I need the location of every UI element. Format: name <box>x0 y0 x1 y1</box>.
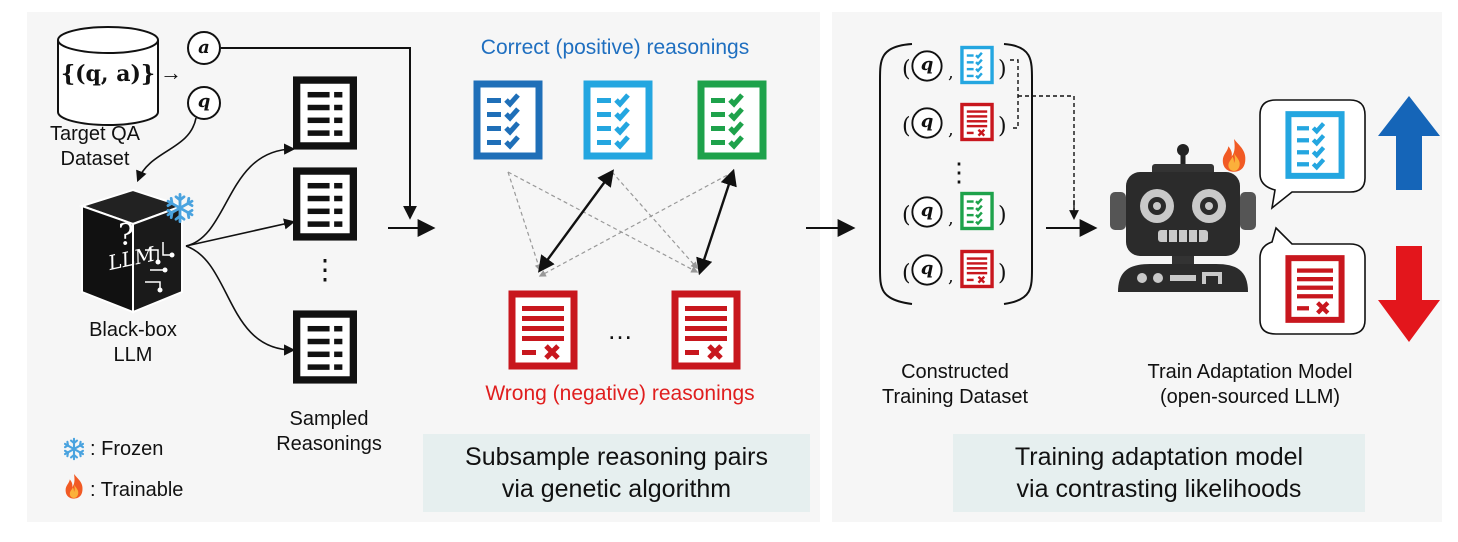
svg-text:(: ( <box>902 203 911 228</box>
decrease-likelihood-arrow <box>1378 246 1440 342</box>
selected-pair-arrow-1 <box>538 169 614 273</box>
llm-cube-question: ? <box>118 218 134 253</box>
dataset-q-symbol-3: q <box>920 200 934 221</box>
svg-text:(: ( <box>902 57 911 82</box>
increase-likelihood-arrow <box>1378 96 1440 190</box>
sampled-reasoning-doc-n <box>297 314 354 380</box>
positive-speech-bubble <box>1259 99 1366 210</box>
train-caption-line1: Training adaptation model <box>1014 443 1304 471</box>
dataset-vdots: ⋮ <box>946 157 972 187</box>
llm-label-line2: LLM <box>113 344 153 366</box>
pair-bracket <box>1010 59 1075 210</box>
training-caption-box <box>953 434 1365 512</box>
question-symbol: q <box>197 91 211 112</box>
dataset-label-line2: Dataset <box>60 148 130 170</box>
selected-pair-arrow-2 <box>696 168 737 276</box>
wrong-reasoning-doc-1 <box>512 294 574 366</box>
svg-text:): ) <box>998 57 1007 82</box>
dataset-q-symbol-1: q <box>920 54 934 75</box>
answer-symbol: a <box>198 37 210 58</box>
svg-text:(: ( <box>902 114 911 139</box>
svg-text:,: , <box>948 266 954 287</box>
legend-trainable-label: : Trainable <box>90 479 184 501</box>
train-caption-line2: via contrasting likelihoods <box>1016 475 1302 503</box>
svg-text:): ) <box>998 261 1007 286</box>
legend-frozen-label: : Frozen <box>90 438 164 460</box>
pairs-caption-box <box>423 434 810 512</box>
dataset-right-brace <box>1003 43 1033 305</box>
dataset-q-symbol-4: q <box>920 258 934 279</box>
dataset-cylinder-icon <box>57 26 159 126</box>
dataset-to-circles-arrow: → <box>160 60 182 85</box>
wrong-ellipsis: … <box>607 315 633 345</box>
dataset-row-4: ( , ) <box>902 249 1007 289</box>
dataset-label-line1: Target QA <box>49 123 141 145</box>
question-circle <box>187 86 221 120</box>
pairs-caption-line2: via genetic algorithm <box>501 475 732 503</box>
dataset-row-2: ( , ) <box>902 102 1007 142</box>
svg-text:(: ( <box>902 261 911 286</box>
svg-text:): ) <box>998 203 1007 228</box>
sampled-reasoning-doc-2 <box>297 171 354 237</box>
correct-reasonings-title: Correct (positive) reasonings <box>480 36 750 59</box>
train-label-line1: Train Adaptation Model <box>1147 361 1353 383</box>
svg-text:,: , <box>948 62 954 83</box>
dataset-row-1: ( , ) <box>902 45 1007 85</box>
correct-reasoning-doc-3 <box>701 84 763 156</box>
llm-label-line1: Black-box <box>89 319 177 341</box>
train-label-line2: (open-sourced LLM) <box>1159 386 1341 408</box>
sampled-reasoning-doc-1 <box>297 80 354 146</box>
dataset-row-3: ( , ) <box>902 191 1007 231</box>
correct-reasoning-doc-2 <box>587 84 649 156</box>
sampled-label-line1: Sampled <box>289 408 369 430</box>
negative-speech-bubble <box>1259 226 1366 335</box>
svg-text:): ) <box>998 114 1007 139</box>
constructed-label-line1: Constructed <box>901 361 1009 383</box>
correct-reasoning-doc-1 <box>477 84 539 156</box>
black-box-llm-cube-icon: LLM ? <box>78 188 186 314</box>
pairs-caption-line1: Subsample reasoning pairs <box>465 443 768 471</box>
sampled-label-line2: Reasonings <box>276 433 382 455</box>
dataset-set-formula: {(q, a)} <box>60 61 156 87</box>
llm-to-sample-2-arrow <box>185 218 296 247</box>
answer-circle <box>187 31 221 65</box>
robot-icon <box>1110 144 1256 292</box>
llm-to-sample-1-arrow <box>185 143 296 247</box>
constructed-label-line2: Training Dataset <box>882 386 1028 408</box>
sampled-dots: ⋮ <box>311 254 339 285</box>
svg-text:,: , <box>948 208 954 229</box>
dataset-q-symbol-2: q <box>920 111 934 132</box>
llm-to-sample-n-arrow <box>185 245 296 356</box>
wrong-reasoning-doc-2 <box>675 294 737 366</box>
dataset-left-brace <box>879 43 913 305</box>
question-to-llm-arrow <box>136 117 197 183</box>
answer-route-arrow <box>221 47 417 220</box>
wrong-reasonings-title: Wrong (negative) reasonings <box>485 382 755 405</box>
svg-text:,: , <box>948 119 954 140</box>
